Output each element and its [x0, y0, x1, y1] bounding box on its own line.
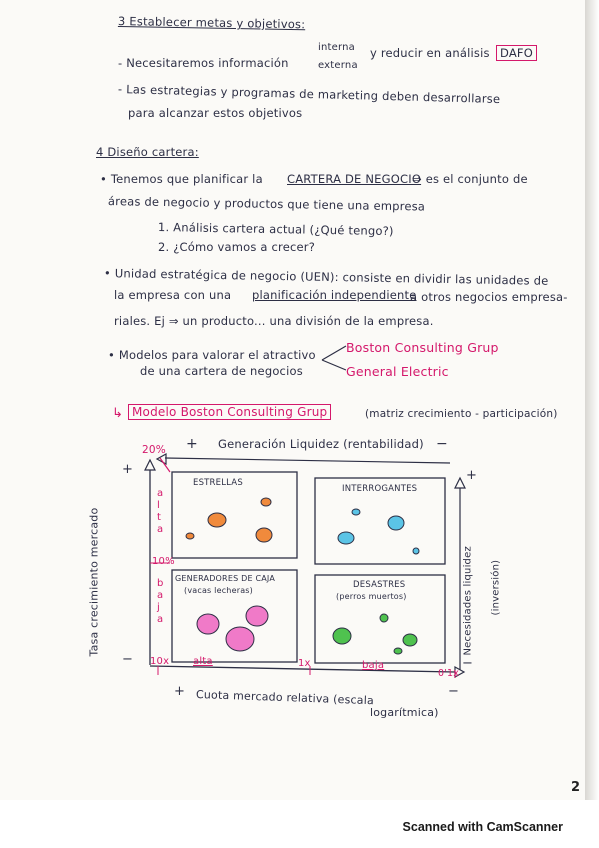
bottom-axis-line	[149, 665, 456, 673]
generador-circle	[225, 626, 255, 652]
paper-page	[0, 0, 585, 800]
baja-horizontal: baja	[362, 660, 385, 671]
quadrant-estrellas	[171, 471, 298, 559]
model-subtitle: (matriz crecimiento - participación)	[365, 408, 558, 420]
left-axis-arrow-icon	[144, 458, 156, 471]
bottom-plus: +	[174, 684, 186, 699]
section4-p3-a: • Modelos para valorar el atractivo	[108, 348, 316, 362]
right-axis-label-2: (inversión)	[490, 559, 502, 616]
ge-label: General Electric	[346, 364, 449, 379]
dafo-box: DAFO	[496, 45, 537, 61]
left-axis-label: Tasa crecimiento mercado	[87, 507, 101, 657]
desastre-circle	[379, 613, 389, 623]
section3-interna: interna	[318, 42, 355, 53]
planificacion-independiente: planificación independiente	[252, 288, 417, 302]
estrella-circle	[260, 497, 272, 507]
section3-externa: externa	[318, 60, 358, 71]
top-axis-label: Generación Liquidez (rentabilidad)	[218, 437, 424, 451]
model-arrow-icon: ↳	[112, 406, 124, 421]
quadrant-interrogantes	[314, 477, 446, 565]
section4-p1-a: • Tenemos que planificar la	[100, 172, 263, 186]
section3-bullet1-b: y reducir en análisis	[370, 46, 490, 60]
scanner-footer: Scanned with CamScanner	[402, 820, 563, 834]
bottom-minus: −	[448, 684, 460, 699]
right-axis-label-1: Necesidades liquidez	[462, 546, 474, 656]
bcg-label: Boston Consulting Grup	[346, 340, 499, 355]
section4-p3-b: de una cartera de negocios	[140, 364, 303, 378]
section4-title: 4 Diseño cartera:	[96, 145, 199, 159]
top-axis-plus: +	[186, 436, 198, 452]
branch-lines	[321, 345, 347, 371]
section3-bullet1-a: - Necesitaremos información	[118, 56, 289, 70]
generador-circle	[245, 605, 269, 627]
interrogante-circle	[412, 547, 420, 555]
interrogante-circle	[337, 531, 355, 545]
estrella-circle	[207, 512, 227, 528]
x-1x-label: 1x	[298, 658, 311, 669]
quadrant-desastres-label-1: DESASTRES	[353, 580, 406, 590]
section3-bullet2-b: para alcanzar estos objetivos	[128, 106, 303, 120]
desastre-circle	[402, 633, 418, 647]
quadrant-generadores-label-1: GENERADORES DE CAJA	[175, 574, 275, 583]
estrella-circle	[255, 527, 273, 543]
quadrant-desastres-label-2: (perros muertos)	[336, 592, 407, 601]
alta-vertical: a l t a	[157, 488, 164, 535]
quadrant-interrogantes-label: INTERROGANTES	[342, 484, 418, 494]
left-plus: +	[122, 462, 134, 477]
baja-vertical: b a j a	[157, 578, 164, 625]
quadrant-desastres	[314, 574, 446, 664]
cartera-negocio: CARTERA DE NEGOCIO	[287, 172, 422, 186]
section4-p1-b: ⇒ es el conjunto de	[412, 172, 528, 186]
right-axis-arrow-icon	[454, 476, 466, 489]
generador-circle	[196, 613, 220, 635]
x-01x-label: 0'1x	[438, 668, 460, 679]
quadrant-estrellas-label: ESTRELLAS	[193, 478, 243, 488]
top-axis-arrow-icon	[155, 452, 167, 466]
right-minus: −	[462, 656, 474, 671]
alta-horizontal: alta	[193, 656, 213, 667]
bottom-axis-label-2: logarítmica)	[370, 706, 439, 719]
quadrant-generadores	[171, 569, 298, 663]
pct-10-label: 10%	[152, 556, 175, 567]
desastre-circle	[393, 647, 403, 655]
section4-item2: 2. ¿Cómo vamos a crecer?	[158, 240, 316, 254]
section4-p2-b2: a otros negocios empresa-	[410, 290, 568, 304]
section4-p2-b1: la empresa con una	[114, 288, 232, 302]
bcg-matrix	[144, 452, 466, 679]
model-title: Modelo Boston Consulting Grup	[128, 404, 332, 420]
interrogante-circle	[351, 508, 361, 516]
quadrant-generadores-label-2: (vacas lecheras)	[184, 586, 253, 595]
estrella-circle	[185, 532, 195, 540]
top-axis-line	[164, 457, 451, 464]
right-plus: +	[466, 468, 478, 483]
desastre-circle	[332, 627, 352, 645]
left-minus: −	[122, 652, 134, 667]
interrogante-circle	[387, 515, 405, 531]
pct-20-label: 20%	[142, 444, 166, 456]
page-number: 2	[571, 780, 581, 795]
top-axis-minus: −	[436, 436, 448, 452]
paper-edge-shadow	[585, 0, 599, 800]
section4-p2-c: riales. Ej ⇒ un producto... una división…	[114, 314, 434, 328]
x-10x-label: 10x	[150, 656, 170, 667]
